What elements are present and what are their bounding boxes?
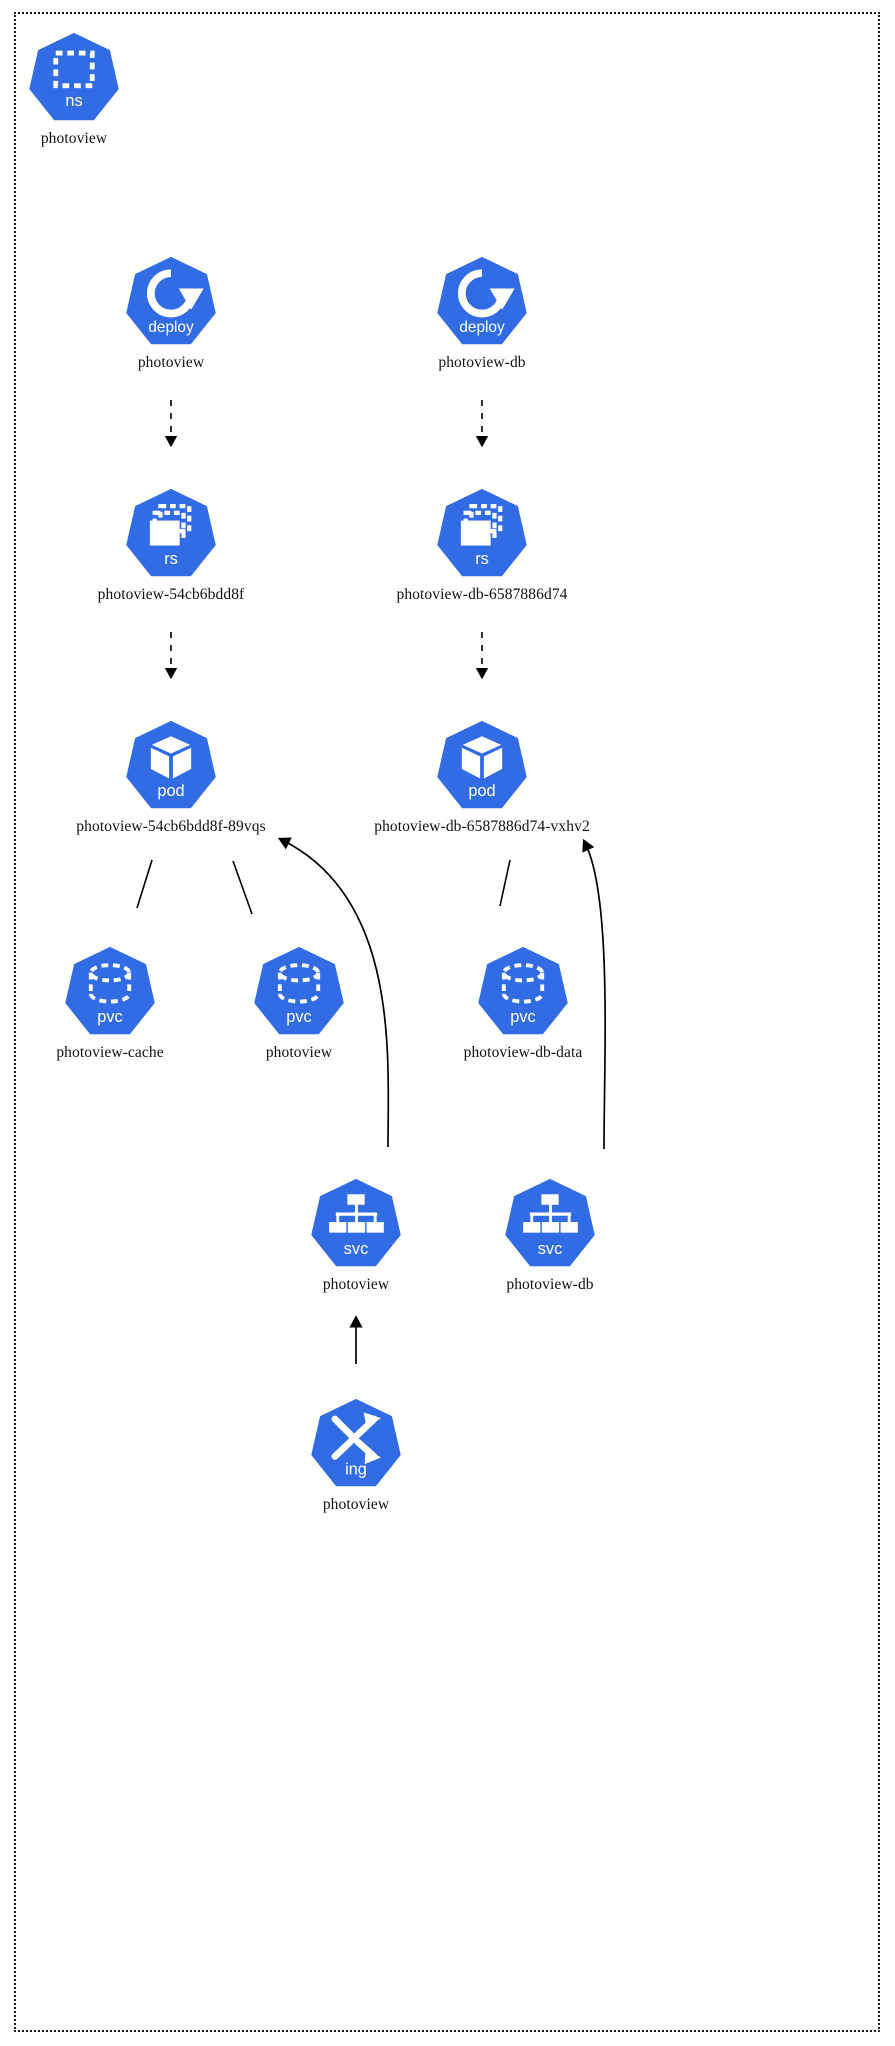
node-deployment-photoview[interactable]: deploy photoview [71,254,271,372]
svg-text:pod: pod [157,782,184,800]
node-label: photoview [137,354,205,371]
node-pod-photoview-db[interactable]: pod photoview-db-6587886d74-vxhv2 [374,718,590,836]
node-namespace-photoview[interactable]: ns photoview [0,30,174,148]
svg-text:svc: svc [538,1240,562,1258]
node-pvc-photoview-db-data[interactable]: pvc photoview-db-data [423,944,623,1062]
replicaset-icon: rs [123,486,219,582]
persistent-volume-claim-icon: pvc [475,944,571,1040]
deployment-icon: deploy [434,254,530,350]
pod-icon: pod [434,718,530,814]
svg-text:deploy: deploy [459,319,505,336]
node-service-photoview-db[interactable]: svc photoview-db [450,1176,650,1294]
node-ingress-photoview[interactable]: ing photoview [256,1396,456,1514]
service-icon: svc [502,1176,598,1272]
svg-text:ns: ns [65,92,82,110]
namespace-icon: ns [26,30,122,126]
node-pvc-photoview[interactable]: pvc photoview [199,944,399,1062]
cluster-boundary [14,12,880,2032]
svg-text:pod: pod [468,782,495,800]
node-label: photoview-54cb6bdd8f [97,586,245,603]
svg-text:svc: svc [344,1240,368,1258]
persistent-volume-claim-icon: pvc [62,944,158,1040]
node-service-photoview[interactable]: svc photoview [256,1176,456,1294]
ingress-icon: ing [308,1396,404,1492]
persistent-volume-claim-icon: pvc [251,944,347,1040]
node-label: photoview [322,1496,390,1513]
node-deployment-photoview-db[interactable]: deploy photoview-db [382,254,582,372]
node-pvc-photoview-cache[interactable]: pvc photoview-cache [10,944,210,1062]
deployment-icon: deploy [123,254,219,350]
replicaset-icon: rs [434,486,530,582]
node-label: photoview-db [506,1276,594,1293]
node-label: photoview-db-6587886d74 [396,586,568,603]
node-label: photoview [322,1276,390,1293]
node-replicaset-photoview[interactable]: rs photoview-54cb6bdd8f [71,486,271,604]
service-icon: svc [308,1176,404,1272]
svg-text:deploy: deploy [148,319,194,336]
node-label: photoview-db [438,354,526,371]
node-replicaset-photoview-db[interactable]: rs photoview-db-6587886d74 [382,486,582,604]
pod-icon: pod [123,718,219,814]
svg-text:rs: rs [475,550,489,568]
svg-text:rs: rs [164,550,178,568]
node-label: photoview-cache [56,1044,164,1061]
node-label: photoview [40,130,108,147]
svg-text:ing: ing [345,1461,367,1479]
node-label: photoview [265,1044,333,1061]
svg-text:pvc: pvc [510,1008,535,1026]
node-label: photoview-54cb6bdd8f-89vqs [76,818,266,835]
svg-text:pvc: pvc [286,1008,311,1026]
node-label: photoview-db-data [463,1044,583,1061]
svg-text:pvc: pvc [97,1008,122,1026]
node-pod-photoview[interactable]: pod photoview-54cb6bdd8f-89vqs [71,718,271,836]
node-label: photoview-db-6587886d74-vxhv2 [374,818,590,835]
